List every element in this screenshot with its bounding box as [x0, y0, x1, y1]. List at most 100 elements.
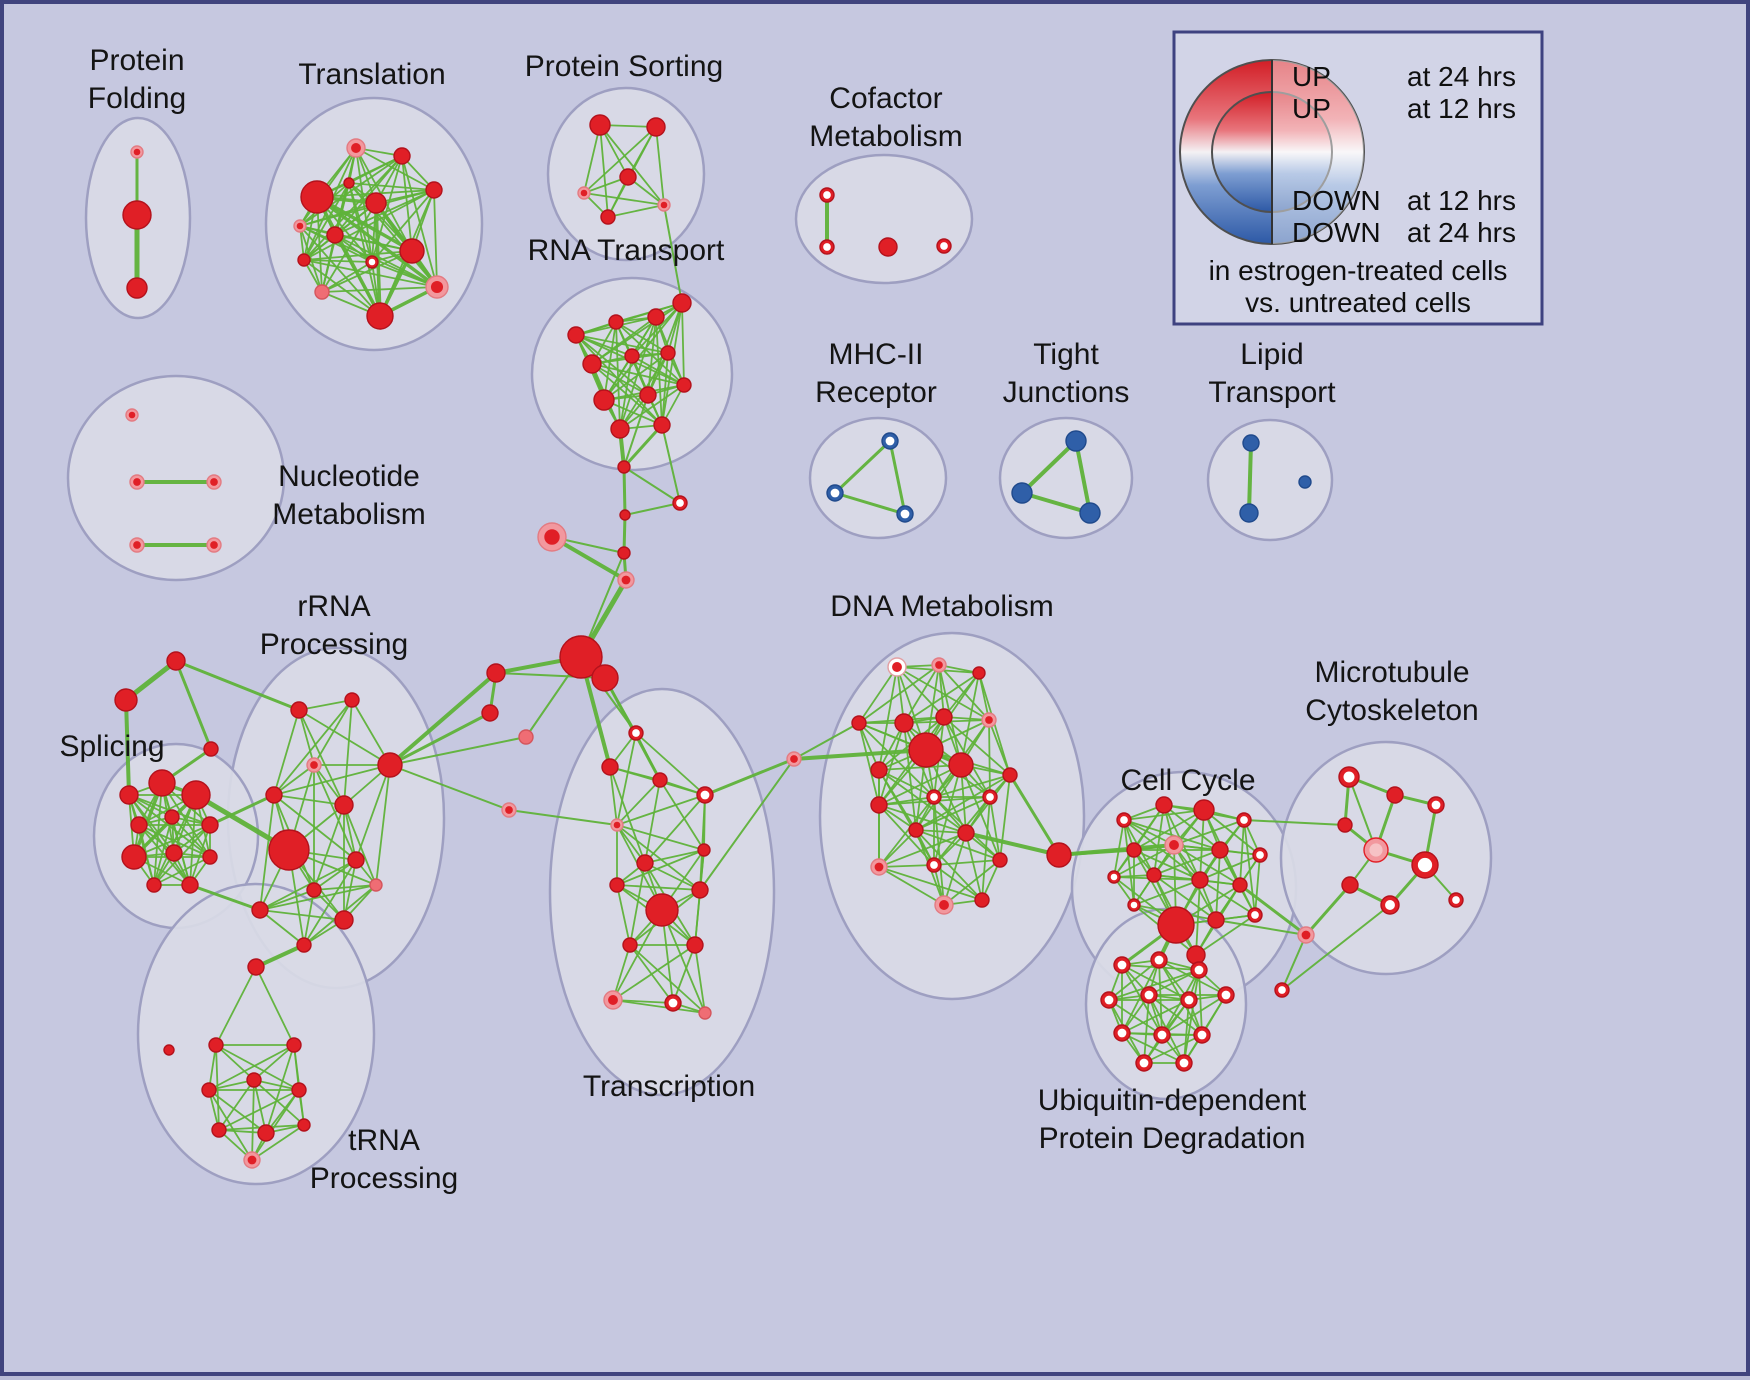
node-mt2 — [1386, 786, 1404, 804]
node-tr9 — [297, 1118, 311, 1132]
edge — [659, 779, 705, 851]
edge — [218, 1089, 300, 1131]
edge — [915, 796, 991, 831]
node-tr7 — [211, 1122, 227, 1138]
node-cf2 — [819, 239, 835, 255]
edge — [629, 862, 646, 946]
node-sp8 — [165, 844, 183, 862]
edge — [303, 859, 357, 946]
node-fr1 — [166, 651, 186, 671]
node-tx1 — [628, 725, 644, 741]
edge — [616, 779, 661, 826]
edge — [616, 824, 705, 851]
edge — [672, 944, 696, 1004]
edge — [644, 794, 706, 864]
node-dm17 — [926, 857, 942, 873]
edge — [1199, 854, 1261, 881]
node-tx10 — [622, 937, 638, 953]
cluster-trna-processing — [136, 882, 376, 1186]
edge — [1123, 809, 1205, 821]
edge — [1133, 849, 1201, 881]
node-rr7 — [268, 829, 310, 871]
node-dm14 — [870, 796, 888, 814]
node-cc12 — [1232, 877, 1248, 893]
node-dm21 — [974, 892, 990, 908]
node-mt7 — [1341, 876, 1359, 894]
node-mt8 — [1380, 895, 1400, 915]
node-ub12 — [1175, 1054, 1193, 1072]
edge — [1243, 819, 1346, 826]
node-hb1 — [617, 460, 631, 474]
node-dm19 — [870, 858, 888, 876]
edge — [401, 155, 438, 288]
node-cf3 — [878, 237, 898, 257]
edge — [623, 394, 649, 468]
edge — [1348, 776, 1377, 851]
node-tr3 — [286, 1037, 302, 1053]
label-translation: Translation — [298, 58, 445, 91]
edge — [313, 884, 377, 891]
edge — [703, 794, 706, 851]
node-rt5 — [582, 354, 602, 374]
node-tx5 — [610, 818, 624, 832]
edge — [259, 794, 275, 911]
edge — [619, 355, 633, 430]
node-cc10 — [1146, 867, 1162, 883]
edge — [348, 182, 438, 288]
node-mt5 — [1363, 837, 1389, 863]
node-cc14 — [1207, 911, 1225, 929]
node-lt1 — [1242, 434, 1260, 452]
edge — [334, 234, 438, 288]
node-rr11 — [334, 910, 354, 930]
node-tx8 — [645, 893, 679, 927]
edge — [583, 126, 657, 194]
edge — [622, 465, 627, 517]
edge — [299, 225, 381, 317]
node-hb7 — [559, 635, 603, 679]
node-ps5 — [657, 198, 671, 212]
edge — [699, 758, 795, 891]
edge — [609, 766, 618, 826]
edge — [1008, 773, 1061, 857]
edge — [607, 204, 665, 218]
node-sp3 — [181, 780, 211, 810]
node-dm2 — [931, 657, 947, 673]
edge — [388, 711, 492, 767]
node-rr6 — [334, 795, 354, 815]
node-mt3 — [1427, 796, 1445, 814]
edge — [124, 698, 131, 797]
edge — [1199, 879, 1256, 916]
node-pf1 — [130, 145, 144, 159]
edge — [1153, 849, 1221, 876]
edge — [615, 321, 669, 354]
node-tx15 — [697, 843, 711, 857]
edge — [1108, 969, 1200, 1001]
edge — [433, 189, 438, 288]
node-tr1 — [247, 958, 265, 976]
node-dm8 — [908, 732, 944, 768]
node-sp5 — [164, 809, 180, 825]
cluster-lipid-transport — [1206, 418, 1334, 542]
legend-right-fade — [1272, 60, 1364, 244]
node-t13 — [343, 177, 355, 189]
edge — [303, 259, 373, 263]
edge — [624, 502, 681, 516]
edge — [273, 764, 391, 796]
node-rr2 — [344, 692, 360, 708]
node-ub11 — [1135, 1054, 1153, 1072]
edge — [133, 824, 211, 858]
edge — [1281, 904, 1391, 991]
node-rt2 — [608, 314, 624, 330]
legend: UP at 24 hrs UP at 12 hrs DOWN at 12 hrs… — [1172, 30, 1544, 326]
legend-up-12-time: at 12 hrs — [1407, 93, 1516, 124]
node-t12 — [297, 253, 311, 267]
edge — [896, 666, 945, 718]
edge — [1133, 879, 1201, 906]
node-cc7 — [1211, 841, 1229, 859]
edge — [1183, 999, 1190, 1064]
node-rr10 — [251, 901, 269, 919]
node-mt1 — [1338, 766, 1360, 788]
edge — [208, 1089, 267, 1134]
